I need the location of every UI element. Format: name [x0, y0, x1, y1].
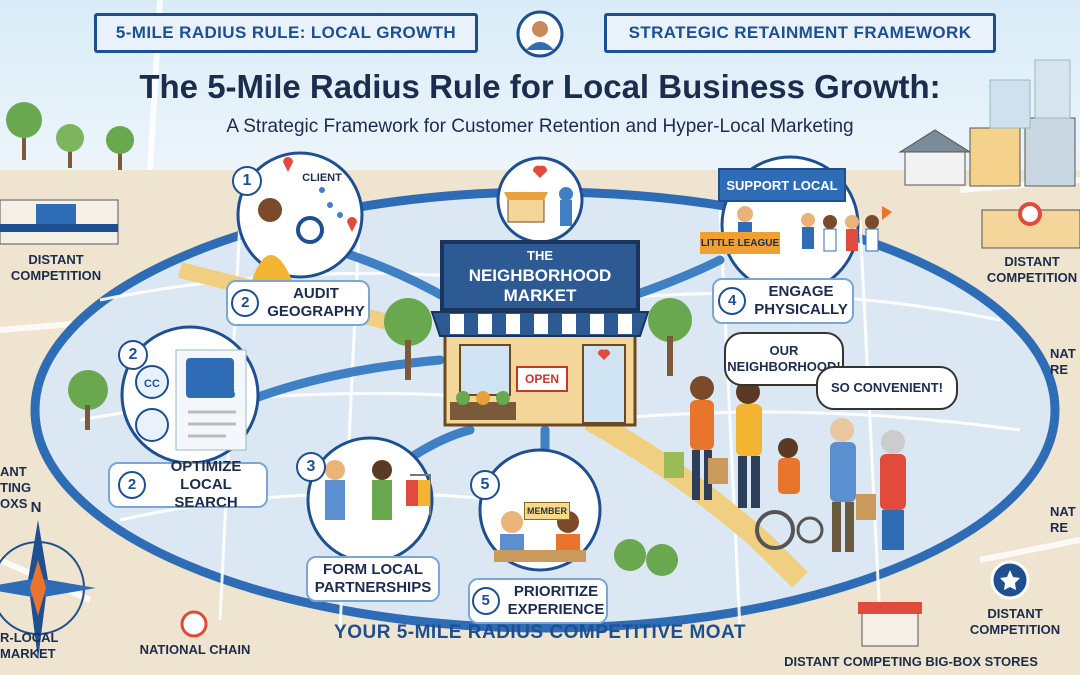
distant-competition-right-bottom: DISTANT COMPETITION [969, 606, 1061, 637]
step-prioritize-experience: 5 PRIORITIZE EXPERIENCE [468, 578, 608, 624]
market-sign: THE NEIGHBORHOOD MARKET [440, 240, 640, 312]
big-box-store-icon [858, 602, 922, 647]
step-prioritize-number: 5 [471, 587, 500, 615]
moat-label: YOUR 5-MILE RADIUS COMPETITIVE MOAT [334, 622, 746, 643]
chain-logo-icon [180, 610, 208, 638]
market-sign-line2: NEIGHBORHOOD MARKET [468, 266, 612, 305]
step-5-marker: 5 [470, 470, 500, 500]
speech-bubble-neighborhood: OUR NEIGHBORHOOD! [724, 332, 844, 386]
distant-store-right-icon [981, 202, 1080, 249]
member-sign: MEMBER [524, 502, 570, 520]
hyper-local-label: R-LOCAL MARKET [0, 630, 59, 661]
step-audit-geography: 2 AUDIT GEOGRAPHY [226, 280, 370, 326]
speech-bubble-convenient: SO CONVENIENT! [816, 366, 958, 410]
customers-crowd-icon [664, 376, 906, 552]
step-optimize-local-search: 2 OPTIMIZE LOCAL SEARCH [108, 458, 268, 511]
banner-left: 5-MILE RADIUS RULE: LOCAL GROWTH [94, 13, 478, 53]
step-form-partnerships: FORM LOCAL PARTNERSHIPS [306, 556, 440, 602]
step-audit-number: 2 [231, 289, 260, 317]
step-partnerships-label: FORM LOCAL PARTNERSHIPS [314, 561, 432, 596]
page-subtitle: A Strategic Framework for Customer Reten… [226, 116, 854, 137]
cc-badge: CC [144, 378, 160, 390]
step-optimize-number: 2 [118, 471, 146, 499]
market-building-icon [430, 311, 650, 427]
step-audit-label: AUDIT GEOGRAPHY [267, 285, 365, 320]
step-engage-label: ENGAGE PHYSICALLY [754, 283, 848, 318]
page-title: The 5-Mile Radius Rule for Local Busines… [139, 68, 941, 105]
search-logo-letter: G [224, 385, 236, 402]
step-engage-physically: 4 ENGAGE PHYSICALLY [712, 278, 854, 324]
step-2-marker: 2 [118, 340, 148, 370]
step-optimize-label: OPTIMIZE LOCAL SEARCH [170, 458, 242, 511]
town-right-icon [898, 59, 1076, 187]
step-1-marker: 1 [232, 166, 262, 196]
little-league-sign: LITTLE LEAGUE [700, 232, 780, 254]
compass-north: N [30, 499, 42, 516]
avatar [516, 10, 564, 58]
distant-competition-right-top: DISTANT COMPETITION [986, 254, 1078, 285]
open-sign: OPEN [516, 366, 568, 392]
compass-icon [0, 520, 96, 660]
national-chain-label: NATIONAL CHAIN [139, 642, 251, 657]
audit-vignette-icon [236, 151, 364, 279]
support-local-banner: SUPPORT LOCAL [718, 168, 846, 202]
big-box-label: DISTANT COMPETING BIG-BOX STORES [784, 654, 1038, 669]
distant-store-left-icon [0, 199, 119, 245]
national-right-1: NAT RE [1050, 346, 1076, 377]
step-engage-number: 4 [718, 287, 747, 315]
trees-left-icon [6, 102, 134, 170]
left-partial-label: ANT TING OXS [0, 464, 32, 511]
distant-competition-left: DISTANT COMPETITION [10, 252, 102, 283]
step-prioritize-label: PRIORITIZE EXPERIENCE [507, 583, 605, 618]
national-right-2: NAT RE [1050, 504, 1076, 535]
step-3-marker: 3 [296, 452, 326, 482]
banner-right: STRATEGIC RETAINMENT FRAMEWORK [604, 13, 996, 53]
market-sign-line1: THE [527, 248, 553, 263]
client-tag: CLIENT [302, 172, 342, 184]
